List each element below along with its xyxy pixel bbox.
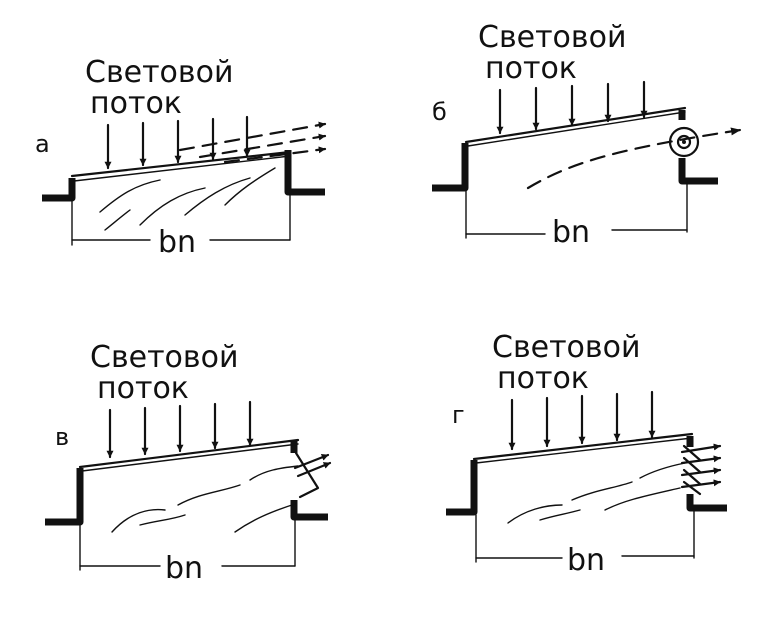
panel-a: а Световой поток (35, 55, 327, 260)
flux-label-g-line1: Световой (492, 330, 640, 365)
louver-arrows-g (680, 443, 722, 496)
flux-label-v-line2: поток (97, 371, 189, 406)
opening-g (446, 432, 727, 516)
opening-a (42, 150, 325, 202)
flux-arrows-g (508, 390, 656, 451)
opening-v (45, 438, 328, 526)
panel-letter-a: а (35, 130, 50, 158)
diffusion-strokes-a (99, 167, 276, 231)
dimension-b (465, 182, 688, 239)
panel-g: г Световой поток (446, 330, 727, 578)
dimension-a (71, 193, 291, 246)
panel-b: б Световой поток (432, 20, 742, 250)
diffusion-strokes-g (507, 462, 686, 524)
outlet-arrows-v (293, 453, 332, 478)
dimension-v (79, 518, 296, 571)
dimension-label-a: bn (158, 225, 196, 260)
flux-arrows-b (496, 80, 648, 135)
diffusion-strokes-v (111, 465, 299, 533)
flux-label-g-line2: поток (497, 361, 589, 396)
panel-letter-b: б (432, 98, 447, 126)
panel-v: в Световой поток (45, 340, 332, 586)
dimension-label-b: bn (552, 215, 590, 250)
flux-label-b-line2: поток (485, 51, 577, 86)
panel-letter-g: г (452, 401, 465, 429)
dimension-g (475, 509, 695, 563)
opening-b (432, 106, 718, 192)
flux-arrows-a (104, 115, 251, 170)
dimension-label-g: bn (567, 543, 605, 578)
flux-arrows-v (106, 400, 254, 459)
rotation-symbol-b (668, 126, 700, 158)
flux-label-v-line1: Световой (90, 340, 238, 375)
panel-letter-v: в (55, 423, 69, 451)
flux-label-b-line1: Световой (478, 20, 626, 55)
reflected-arrows-a (178, 121, 327, 164)
flux-label-a-line1: Световой (85, 55, 233, 90)
dimension-label-v: bn (165, 551, 203, 586)
flux-label-a-line2: поток (90, 86, 182, 121)
